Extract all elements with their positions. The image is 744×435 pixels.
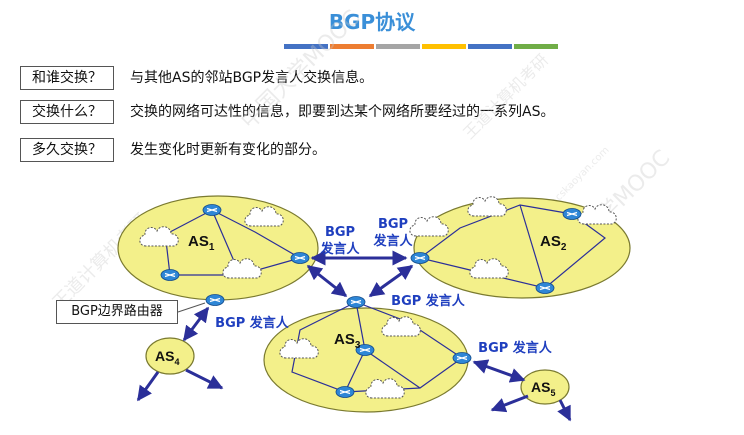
answer-text-2: 交换的网络可达性的信息，即要到达某个网络所要经过的一系列AS。 <box>130 104 555 120</box>
callout-pointer <box>177 302 206 313</box>
as5-region <box>520 369 570 405</box>
bgp-speaker-label-3: BGP 发言人 <box>391 293 466 309</box>
as1-label: AS1 <box>188 233 215 253</box>
as2-label: AS2 <box>540 233 567 253</box>
question-box-1: 和谁交换？ <box>20 66 114 90</box>
accent-bar-3 <box>376 44 420 49</box>
bgp-speaker-label-2b: 发言人 <box>372 233 413 249</box>
watermark-text-1: 中国大学MOOC <box>237 6 366 135</box>
bgp-speaker-label-5: BGP 发言人 <box>478 340 553 356</box>
as3-label: AS3 <box>334 331 361 351</box>
bgp-links <box>136 250 572 422</box>
bgp-speaker-label-2a: BGP <box>378 217 408 232</box>
bgp-speaker-label-1b: 发言人 <box>319 241 360 257</box>
accent-bar-6 <box>514 44 558 49</box>
accent-bar-4 <box>422 44 466 49</box>
answer-text-3: 发生变化时更新有变化的部分。 <box>130 142 326 158</box>
as4-label: AS4 <box>155 348 179 367</box>
slide-title: BGP协议 <box>328 10 416 34</box>
as4-region <box>145 337 195 375</box>
question-box-2: 交换什么？ <box>20 100 114 124</box>
as5-label: AS5 <box>531 379 555 398</box>
answer-text-1: 与其他AS的邻站BGP发言人交换信息。 <box>130 70 374 86</box>
as2-region <box>413 197 631 299</box>
accent-bar-5 <box>468 44 512 49</box>
question-box-3: 多久交换？ <box>20 138 114 162</box>
watermark-text-4: 王道计算机考研 <box>459 50 552 143</box>
border-router-callout: BGP边界路由器 <box>56 300 178 324</box>
accent-bar-2 <box>330 44 374 49</box>
bgp-speaker-label-1a: BGP <box>325 225 355 240</box>
bgp-speaker-label-4: BGP 发言人 <box>215 315 290 331</box>
accent-bar-1 <box>284 44 328 49</box>
